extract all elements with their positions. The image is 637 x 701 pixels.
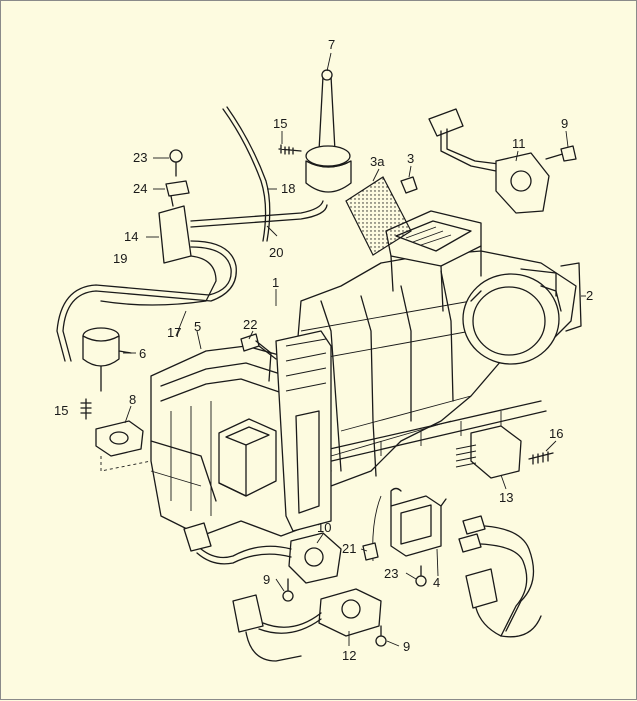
top-duct: [385, 210, 482, 312]
callout-7: 7: [328, 37, 335, 52]
control-module-4: [372, 487, 447, 562]
callout-4: 4: [433, 575, 440, 590]
actuator-7: [305, 69, 352, 193]
vacuum-parts-left: [158, 149, 192, 264]
resistor-13: [455, 425, 554, 479]
blower-case: [462, 268, 562, 365]
clip-21: [362, 542, 379, 561]
callout-8: 8: [129, 392, 136, 407]
callout-15-left: 15: [54, 403, 68, 418]
screw-15-top: [278, 144, 302, 155]
callout-24: 24: [133, 181, 147, 196]
actuator-12: [232, 588, 382, 662]
actuator-motor-10: [183, 522, 342, 584]
small-screws: [282, 565, 427, 647]
callout-3: 3: [407, 151, 414, 166]
callout-3a: 3a: [370, 154, 385, 169]
callout-13: 13: [499, 490, 513, 505]
inner-duct: [218, 418, 277, 497]
callout-labels: 7 15 3a 3 9 11 23 24 18 14 20 19 1 2 17 …: [54, 37, 593, 663]
callout-17: 17: [167, 325, 181, 340]
leader-lines: [123, 52, 586, 647]
callout-9-bottom: 9: [403, 639, 410, 654]
bracket-2-leader: [560, 262, 582, 332]
callout-11: 11: [512, 136, 526, 151]
callout-1: 1: [272, 275, 279, 290]
callout-9-left: 9: [263, 572, 270, 587]
callout-15-top: 15: [273, 116, 287, 131]
callout-19: 19: [113, 251, 127, 266]
callout-16: 16: [549, 426, 563, 441]
callout-9-top: 9: [561, 116, 568, 131]
bracket-8: [80, 398, 152, 472]
connector-22: [240, 333, 277, 382]
callout-6: 6: [139, 346, 146, 361]
vacuum-hoses: [56, 106, 328, 362]
callout-10: 10: [317, 520, 331, 535]
actuator-6: [82, 327, 132, 392]
callout-23-top: 23: [133, 150, 147, 165]
callout-5: 5: [194, 319, 201, 334]
callout-22: 22: [243, 317, 257, 332]
wire-harness-right: [458, 515, 542, 638]
callout-12: 12: [342, 648, 356, 663]
callout-14: 14: [124, 229, 138, 244]
callout-18: 18: [281, 181, 295, 196]
callout-2: 2: [586, 288, 593, 303]
callout-21: 21: [342, 541, 356, 556]
callout-20: 20: [269, 245, 283, 260]
clip-3: [400, 176, 418, 194]
callout-23-bottom: 23: [384, 566, 398, 581]
connector-harness-11: [428, 108, 577, 214]
filter-pad-3a: [345, 176, 412, 256]
